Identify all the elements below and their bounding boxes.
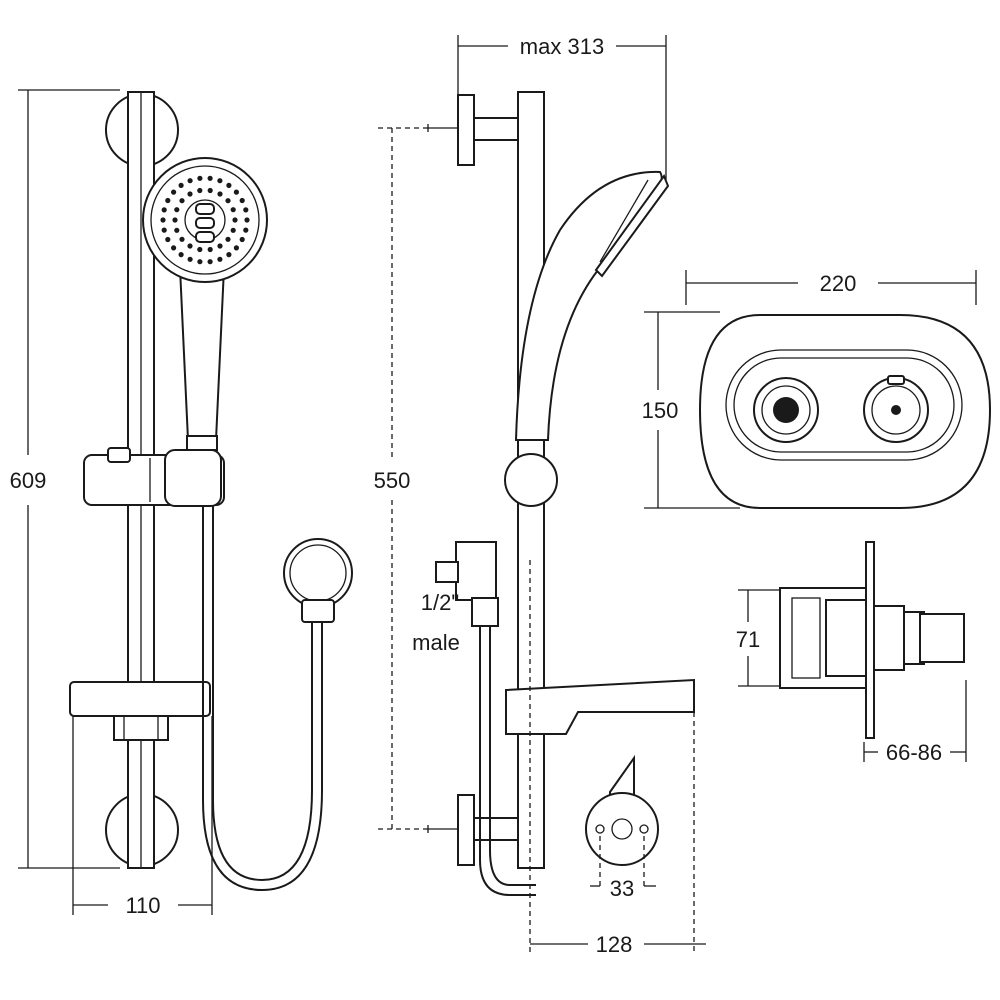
nozzle-dot	[239, 197, 245, 204]
dimension-max-313-label: max 313	[520, 34, 604, 59]
nozzle-dot	[230, 207, 236, 213]
dimension-150-label: 150	[642, 398, 679, 423]
nozzle-dot	[243, 227, 249, 233]
nozzle-dot	[217, 178, 223, 184]
dimension-66-86-label: 66-86	[886, 740, 942, 765]
dimension-71-label: 71	[736, 627, 760, 652]
dimension-609-label: 609	[10, 468, 47, 493]
nozzle-dot	[207, 246, 213, 253]
nozzle-dot	[178, 182, 184, 188]
nozzle-dot	[197, 246, 203, 253]
nozzle-dot	[160, 217, 166, 223]
nozzle-dot	[226, 252, 232, 258]
shower-head	[142, 157, 268, 451]
nozzle-dot	[187, 243, 193, 249]
nozzle-dot	[165, 197, 171, 204]
shower-head-nozzles	[160, 175, 250, 265]
control-plate: 220 150	[642, 270, 992, 509]
nozzle-dot	[233, 245, 239, 251]
nozzle-dot	[174, 207, 180, 213]
nozzle-dot	[161, 227, 167, 233]
nozzle-dot	[225, 236, 231, 242]
nozzle-dot	[217, 191, 223, 197]
nozzle-dot	[197, 259, 203, 265]
front-view: 609 110	[10, 89, 353, 918]
nozzle-dot	[232, 217, 238, 223]
nozzle-dot	[225, 198, 231, 204]
nozzle-dot	[197, 175, 203, 181]
shower-hose	[202, 506, 323, 892]
inlet-size-fraction: 1/2"	[421, 590, 459, 615]
nozzle-dot	[244, 217, 250, 223]
inlet-elbow	[435, 541, 536, 896]
nozzle-dot	[207, 187, 213, 194]
nozzle-dot	[174, 227, 180, 233]
nozzle-dot	[197, 187, 203, 194]
nozzle-dot	[165, 236, 171, 243]
nozzle-dot	[217, 243, 223, 249]
nozzle-dot	[161, 207, 167, 213]
nozzle-dot	[217, 256, 223, 262]
nozzle-dot	[230, 227, 236, 233]
dimension-609	[18, 89, 120, 869]
nozzle-dot	[172, 217, 178, 223]
shelf	[69, 681, 211, 741]
dimension-550-label: 550	[374, 468, 411, 493]
side-view: max 313 550 1/2"	[374, 34, 706, 957]
dimension-110	[72, 716, 213, 915]
nozzle-dot	[171, 245, 177, 251]
nozzle-dot	[243, 207, 249, 213]
nozzle-dot	[187, 256, 193, 262]
nozzle-dot	[171, 189, 177, 195]
dimension-128-label: 128	[596, 932, 633, 957]
nozzle-dot	[179, 198, 185, 204]
nozzle-dot	[233, 189, 239, 195]
nozzle-dot	[187, 191, 193, 197]
nozzle-dot	[239, 236, 245, 243]
nozzle-dot	[179, 236, 185, 242]
outlet-detail: 33	[585, 754, 659, 901]
valve-body: 71 66-86	[736, 541, 967, 765]
dimension-110-label: 110	[125, 893, 160, 918]
dimension-220-label: 220	[820, 271, 857, 296]
nozzle-dot	[178, 252, 184, 258]
wall-outlet-elbow	[283, 538, 353, 623]
nozzle-dot	[207, 175, 213, 181]
inlet-size-male: male	[412, 630, 460, 655]
dimension-33-label: 33	[610, 876, 634, 901]
slider-bracket	[83, 447, 225, 507]
nozzle-dot	[207, 259, 213, 265]
nozzle-dot	[187, 178, 193, 184]
nozzle-dot	[226, 182, 232, 188]
